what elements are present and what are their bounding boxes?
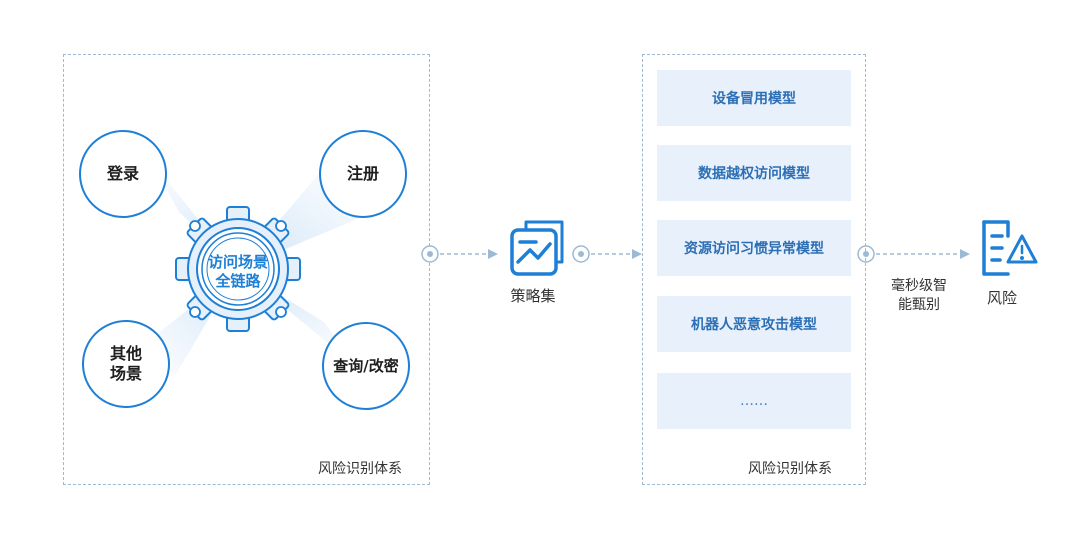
- model-item: 机器人恶意攻击模型: [657, 296, 851, 352]
- model-item: ……: [657, 373, 851, 429]
- scene-login-label: 登录: [106, 164, 139, 183]
- center-label-line2: 全链路: [215, 272, 261, 290]
- detect-label-line2: 能甄别: [898, 297, 940, 313]
- scene-other-label-1: 其他: [109, 344, 142, 363]
- scene-query-modify-label: 查询/改密: [333, 357, 399, 375]
- detect-label: 毫秒级智 能甄别: [876, 277, 962, 315]
- risk-label: 风险: [986, 289, 1017, 307]
- model-item: 设备冒用模型: [657, 70, 851, 126]
- strategy-label: 策略集: [510, 287, 556, 305]
- model-item: 数据越权访问模型: [657, 145, 851, 201]
- gear-center-label: 访问场景 全链路: [198, 253, 278, 291]
- strategy-chart-icon: [510, 220, 564, 276]
- scene-other: 其他 场景: [82, 320, 170, 408]
- detect-label-line1: 毫秒级智: [891, 278, 947, 294]
- arrow-right-icon: [488, 249, 498, 259]
- arrow-right-icon: [632, 249, 642, 259]
- scene-query-modify: 查询/改密: [322, 322, 410, 410]
- left-panel: [63, 54, 430, 485]
- scene-register-label: 注册: [346, 164, 379, 183]
- scene-other-label-2: 场景: [109, 364, 142, 383]
- scene-register: 注册: [319, 130, 407, 218]
- scene-diagram: [145, 158, 369, 376]
- risk-document-icon: [982, 220, 1038, 276]
- center-label-line1: 访问场景: [207, 253, 268, 271]
- left-panel-caption: 风险识别体系: [318, 461, 402, 477]
- model-item: 资源访问习惯异常模型: [657, 220, 851, 276]
- arrow-right-icon: [960, 249, 970, 259]
- right-panel: [642, 54, 866, 485]
- scene-login: 登录: [79, 130, 167, 218]
- gear-icon: [175, 206, 301, 332]
- right-panel-caption: 风险识别体系: [748, 461, 832, 477]
